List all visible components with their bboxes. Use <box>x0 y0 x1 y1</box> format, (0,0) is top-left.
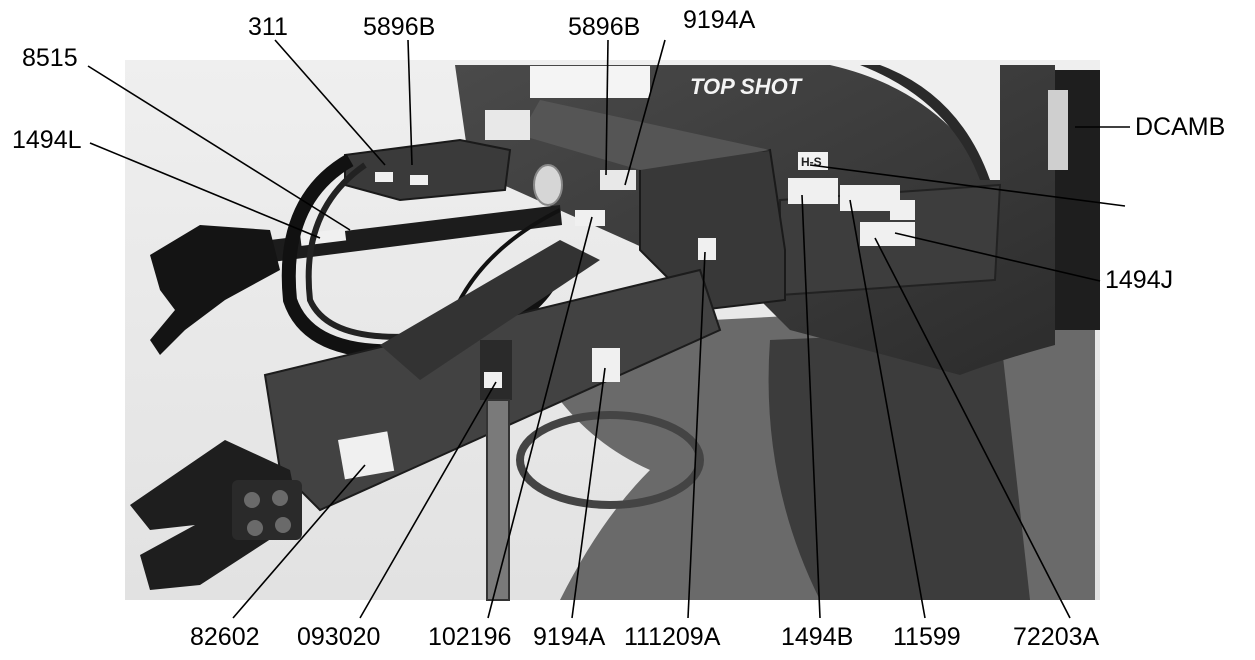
callout-093020: 093020 <box>297 623 381 651</box>
coupler-cap <box>533 164 563 206</box>
curve-decal <box>830 65 1000 180</box>
callout-1494b: 1494B <box>781 623 854 651</box>
decal-093020 <box>484 372 502 388</box>
bolt <box>272 490 288 506</box>
decal-5896b <box>410 175 428 185</box>
decal-72203a <box>860 222 915 246</box>
callout-72203a: 72203A <box>1013 623 1100 651</box>
callout-311: 311 <box>248 13 288 41</box>
jack-stand <box>480 340 512 400</box>
decal-82602 <box>337 431 395 480</box>
callout-5896b: 5896B <box>568 13 641 41</box>
decal-9194a-lower <box>592 348 620 382</box>
pto-shield-top <box>520 100 770 170</box>
callout-dcamb: DCAMB <box>1135 113 1226 141</box>
tongue-brace <box>380 240 600 380</box>
callout-111209a: 111209A <box>624 623 721 651</box>
callout-8515: 8515 <box>22 44 78 72</box>
callout-9194a: 9194A <box>533 623 606 651</box>
jack-tube <box>486 399 510 601</box>
pto-yoke <box>150 225 280 355</box>
decal-text: TOP SHOT <box>690 74 803 99</box>
decal-right <box>890 200 915 220</box>
callout-9194a: 9194A <box>683 6 756 34</box>
hitch-clevis <box>130 440 300 590</box>
hydraulic-hoses-2 <box>305 162 431 340</box>
clevis-plate <box>232 480 302 540</box>
decal-left-top <box>485 110 530 140</box>
brand-decal <box>530 66 650 98</box>
decal-1494b <box>788 178 838 204</box>
callout-82602: 82602 <box>190 623 260 651</box>
shadow-dark <box>768 330 1030 600</box>
decal-logo <box>798 152 828 170</box>
driveline-shaft <box>270 205 562 262</box>
callout-1494j: 1494J <box>1105 266 1174 294</box>
decal-mid <box>575 210 605 226</box>
decal-111209a <box>698 238 716 260</box>
callout-5896b: 5896B <box>363 13 436 41</box>
decal-311 <box>375 172 393 182</box>
bolt <box>244 492 260 508</box>
curve-decal-2 <box>860 65 990 180</box>
callout-11599: 11599 <box>893 623 961 651</box>
callout-1494l: 1494L <box>12 126 82 154</box>
bolt <box>275 517 291 533</box>
callout-102196: 102196 <box>428 623 512 651</box>
side-decal <box>1048 90 1068 170</box>
shadow-wheel <box>516 411 704 509</box>
bolt <box>247 520 263 536</box>
leader-lines <box>87 39 1130 619</box>
